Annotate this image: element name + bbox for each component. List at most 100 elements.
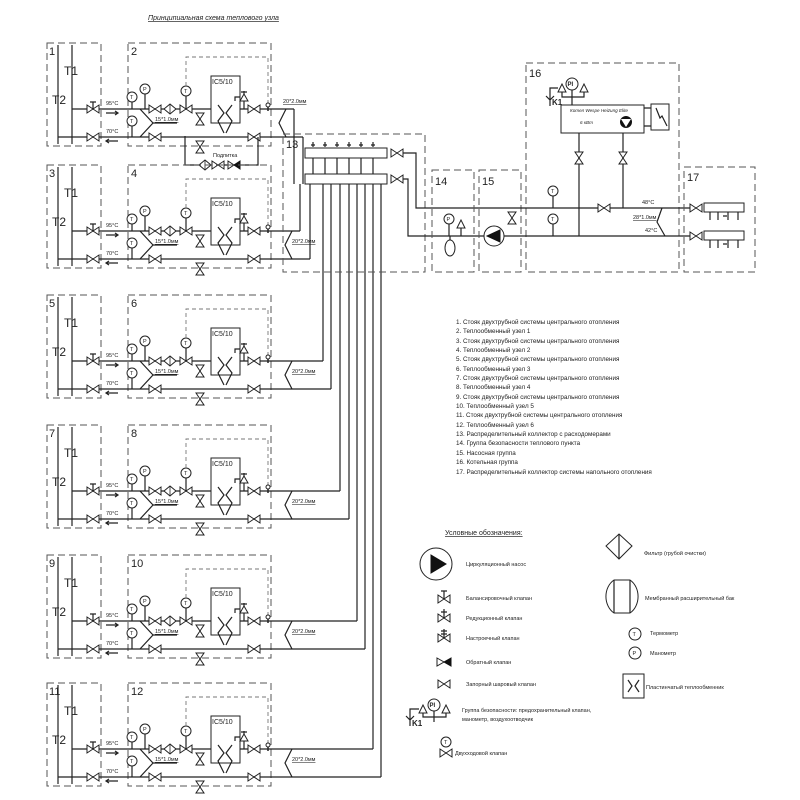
node-valve[interactable] — [148, 616, 162, 626]
manometer-icon — [139, 205, 151, 217]
return-temp: 70°C — [106, 381, 118, 387]
riser-return-valve[interactable] — [86, 644, 100, 654]
legend-reducing-label: Редукционный клапан — [466, 615, 522, 622]
air-vent-icon — [456, 218, 466, 229]
secondary-supply-valve[interactable] — [247, 744, 261, 754]
node-return-valve[interactable] — [148, 772, 162, 782]
manometer-icon — [139, 465, 151, 477]
secondary-return-valve[interactable] — [247, 514, 261, 524]
secondary-supply-valve[interactable] — [247, 226, 261, 236]
manometer-icon — [443, 213, 455, 225]
explication-item: 10. Теплообменный узел 5 — [456, 403, 534, 411]
legend-adjusting-label: Настроечный клапан — [466, 635, 520, 642]
explication-item: 11. Стояк двухтрубной системы центрально… — [456, 412, 623, 420]
legend-tank-label: Мембранный расширительный бак — [645, 595, 735, 602]
riser-return-valve[interactable] — [86, 514, 100, 524]
secondary-supply-valve[interactable] — [247, 486, 261, 496]
secondary-return-valve[interactable] — [247, 772, 261, 782]
secondary-return-valve[interactable] — [247, 384, 261, 394]
heat-node-block — [127, 554, 272, 659]
pipe-in-size: 15*1.0мм — [155, 499, 179, 505]
drain-valve[interactable] — [195, 494, 205, 508]
node-valve[interactable] — [148, 104, 162, 114]
thermometer-label: T — [130, 735, 134, 741]
thermometer-label: T — [130, 477, 134, 483]
thermometer-icon — [126, 237, 138, 249]
drain-valve[interactable] — [195, 752, 205, 766]
riser-return-valve[interactable] — [86, 772, 100, 782]
boiler-supply-valve[interactable] — [618, 151, 628, 165]
legend-t-small: T — [444, 740, 448, 746]
node-return-valve[interactable] — [148, 132, 162, 142]
explication-item: 1. Стояк двухтрубной системы центральног… — [456, 319, 620, 326]
pipe-in-size: 15*1.0мм — [155, 369, 179, 375]
riser-return-valve[interactable] — [86, 254, 100, 264]
floor-collector-block: 17 — [683, 166, 756, 273]
legend-pi-label: PI — [430, 703, 436, 709]
riser-t2-label: T2 — [52, 475, 66, 489]
node-return-valve[interactable] — [148, 384, 162, 394]
floor-return-valve[interactable] — [689, 231, 703, 241]
riser-number: 3 — [49, 168, 55, 180]
thermometer-label: T — [130, 501, 134, 507]
manifold-supply-valve[interactable] — [390, 148, 404, 158]
drain-valve[interactable] — [195, 780, 205, 794]
plate-heat-exchanger — [210, 587, 241, 636]
manometer-icon — [139, 595, 151, 607]
legend-safety-label: Группа безопасности: предохранительный к… — [462, 707, 592, 714]
pipe-out-size: 20*2.0мм — [283, 99, 307, 105]
drain-valve[interactable] — [195, 112, 205, 126]
pipe-in-size: 15*1.0мм — [155, 629, 179, 635]
drain-valve[interactable] — [195, 140, 205, 154]
node-valve[interactable] — [148, 356, 162, 366]
secondary-supply-valve[interactable] — [247, 616, 261, 626]
secondary-return-valve[interactable] — [247, 644, 261, 654]
floor-return-manifold — [703, 230, 745, 241]
drain-valve[interactable] — [195, 522, 205, 536]
drain-valve[interactable] — [195, 234, 205, 248]
thermometer-label: T — [184, 729, 188, 735]
boiler-return-valve[interactable] — [574, 151, 584, 165]
node-valve[interactable] — [148, 226, 162, 236]
riser-t2-label: T2 — [52, 345, 66, 359]
secondary-return-valve[interactable] — [247, 254, 261, 264]
node-return-valve[interactable] — [148, 514, 162, 524]
legend: Условные обозначения: Циркуляционный нас… — [405, 529, 735, 758]
node-valve[interactable] — [148, 486, 162, 496]
drain-valve[interactable] — [195, 652, 205, 666]
floor-supply-valve[interactable] — [689, 203, 703, 213]
thermometer-icon — [126, 603, 138, 615]
manometer-label: P — [143, 727, 147, 733]
riser-number: 11 — [49, 686, 60, 698]
legend-safety-label-2: манометр, воздухоотводчик — [462, 717, 534, 723]
floor-pipe-size: 28*1.0мм — [633, 215, 657, 221]
explication-item: 13. Распределительный коллектор с расход… — [456, 431, 611, 439]
riser-return-valve[interactable] — [86, 384, 100, 394]
secondary-supply-valve[interactable] — [247, 104, 261, 114]
node-valve[interactable] — [148, 744, 162, 754]
supply-temp: 95°C — [106, 741, 118, 747]
node-return-valve[interactable] — [148, 644, 162, 654]
manifold-return-valve[interactable] — [390, 174, 404, 184]
riser-number: 9 — [49, 558, 55, 570]
hx-model: IC5/10 — [212, 461, 233, 468]
riser-block — [46, 424, 102, 529]
safety-valve-icon — [239, 474, 249, 484]
drain-valve[interactable] — [195, 364, 205, 378]
safety-valve-icon — [239, 92, 249, 102]
thermometer-icon — [126, 627, 138, 639]
heat-node-block — [127, 424, 272, 529]
riser-return-valve[interactable] — [86, 132, 100, 142]
heat-exchanger-row: 9T1T21095°C70°C15*1.0ммTPTTIC5/1020*2.0м… — [46, 184, 366, 666]
pump-bypass-valve[interactable] — [507, 211, 517, 225]
drain-valve[interactable] — [195, 624, 205, 638]
riser-block — [46, 42, 102, 147]
drain-valve[interactable] — [195, 392, 205, 406]
legend-hx-label: Пластинчатый теплообменник — [646, 684, 724, 691]
boiler-thermometer-2 — [547, 213, 559, 225]
drain-valve[interactable] — [195, 262, 205, 276]
boiler-bypass-valve[interactable] — [597, 203, 611, 213]
node-return-valve[interactable] — [148, 254, 162, 264]
secondary-supply-valve[interactable] — [247, 356, 261, 366]
